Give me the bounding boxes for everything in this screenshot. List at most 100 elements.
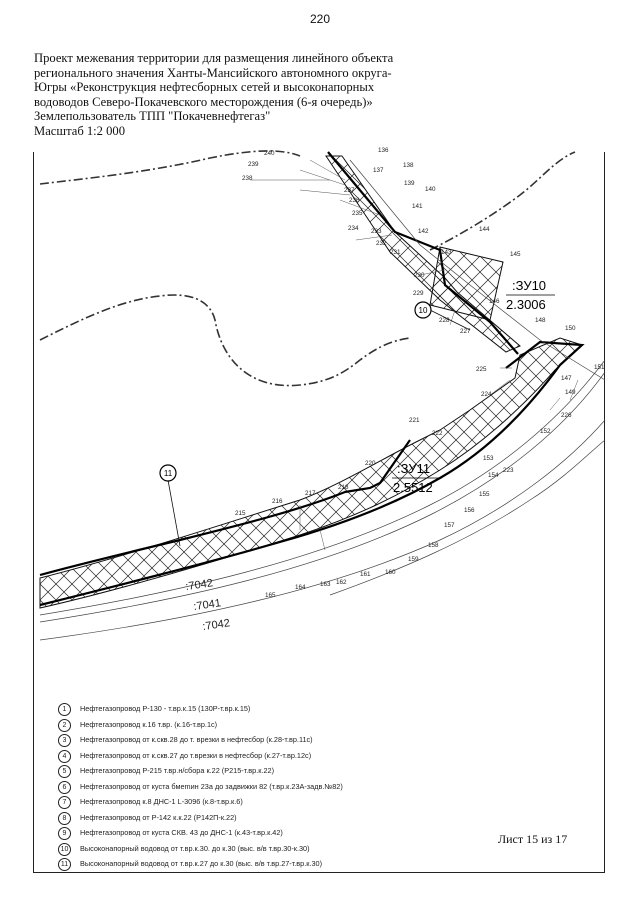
legend-label: Нефтегазопровод к.16 т.вр. (к.16-т.вр.1с… [80,719,218,729]
terrain-line-top [39,150,301,185]
terrain-boundaries [39,150,576,387]
legend-label: Нефтегазопровод от Р-142 к.к.22 (Р142П-к… [80,812,237,822]
point-224: 224 [481,391,492,398]
point-165: 165 [265,592,276,599]
svg-text:11: 11 [164,469,173,478]
point-160: 160 [385,569,396,576]
land-user-line: Землепользователь ТПП "Покачевнефтегаз" [34,109,271,124]
title-line-1: Проект межевания территории для размещен… [34,51,394,65]
parcel-boundaries [39,151,585,607]
point-226: 226 [561,412,572,419]
point-154: 154 [488,472,499,479]
legend-number: 4 [58,749,71,763]
legend-label: Нефтегазопровод от куста СКВ. 43 до ДНС-… [80,828,283,837]
point-144: 144 [479,226,490,233]
point-150: 150 [565,325,576,332]
point-157: 157 [444,522,455,529]
point-158: 158 [428,542,439,549]
point-218: 218 [338,484,349,491]
point-228: 228 [439,317,450,324]
sheet-number: Лист 15 из 17 [498,832,568,846]
zu11-id: :ЗУ11 [397,461,430,476]
zu11-inner-edge [39,439,411,577]
document-title: Проект межевания территории для размещен… [34,51,594,139]
map-frame [33,152,605,873]
point-216: 216 [272,498,283,505]
scale-line: Масштаб 1:2 000 [34,123,126,138]
point-215: 215 [235,510,246,517]
point-137: 137 [373,167,384,174]
cadastral-7041: :7041 [193,597,222,613]
point-240: 240 [264,150,275,157]
legend-label: Нефтегазопровод к.8 ДНС-1 L-3096 (к.8-т.… [80,797,243,806]
point-159: 159 [408,556,419,563]
cadastral-lines [39,159,606,641]
point-145: 145 [510,251,521,258]
zu10-id: :ЗУ10 [512,278,546,293]
terrain-line-right [429,151,576,251]
legend-label: Нефтегазопровод от куста бмеmин 23а до з… [80,781,343,791]
legend-label: Нефтегазопровод Р-130 - т.вр.к.15 (130Р-… [80,704,251,713]
point-230: 230 [414,272,425,279]
legend-number: 11 [58,858,71,871]
legend-number: 8 [58,811,71,825]
cadastral-7042-b: :7042 [202,617,231,633]
point-217: 217 [305,490,316,497]
zu11-area: 2.5512 [393,480,433,495]
point-139: 139 [404,180,415,187]
point-231: 231 [390,249,401,256]
legend-label: Нефтегазопровод Р-215 т.вр.н/сбора к.22 … [80,766,274,775]
point-155: 155 [479,491,490,498]
point-164: 164 [295,584,306,591]
point-148: 148 [535,317,546,324]
zu10-boundary [327,151,519,355]
zu10-area: 2.3006 [506,297,546,312]
point-162: 162 [336,579,347,586]
legend-number: 3 [58,734,71,747]
callout-10: 10 [414,301,432,319]
point-161: 161 [360,571,371,578]
callout-leaders [167,309,471,547]
callout-11: 11 [159,464,177,482]
legend-number: 7 [58,796,71,809]
point-232: 232 [376,240,387,247]
legend-number: 5 [58,765,71,778]
point-147: 147 [561,375,572,382]
title-line-2: регионального значения Ханты-Мансийского… [34,65,392,80]
point-143: 143 [441,249,452,256]
point-138: 138 [403,162,414,169]
point-149: 149 [565,389,576,396]
legend-number: 6 [58,780,71,794]
svg-text:10: 10 [419,306,428,315]
point-153: 153 [483,455,494,462]
point-236: 236 [349,197,360,204]
zu11-boundary [39,340,585,607]
page-number: 220 [309,12,331,26]
hatched-corridors [39,155,583,609]
point-142: 142 [418,228,429,235]
point-222: 222 [432,430,443,437]
point-225: 225 [476,366,487,373]
title-line-3: Югры «Реконструкция нефтесборных сетей и… [34,80,375,95]
point-152: 152 [540,428,551,435]
point-233: 233 [371,228,382,235]
terrain-line-middle [39,294,411,387]
point-220: 220 [365,460,376,467]
point-229: 229 [413,290,424,297]
point-234: 234 [348,225,359,232]
legend-label: Нефтегазопровод от к.скв.27 до т.врезки … [80,750,312,760]
corridor-zu10-block [429,246,504,321]
point-223: 223 [503,467,514,474]
point-146: 146 [489,298,500,305]
legend-label: Высоконапорный водовод от т.вр.к.30. до … [80,843,310,853]
legend-number: 1 [58,703,71,716]
cadastral-7042-a: :7042 [185,577,214,593]
point-221: 221 [409,417,420,424]
cadastral-numbers: :7042 :7041 :7042 [185,577,231,633]
legend-number: 2 [58,718,71,732]
point-238: 238 [242,175,253,182]
point-151: 151 [594,364,605,371]
point-239: 239 [248,161,259,168]
point-136: 136 [378,147,389,154]
